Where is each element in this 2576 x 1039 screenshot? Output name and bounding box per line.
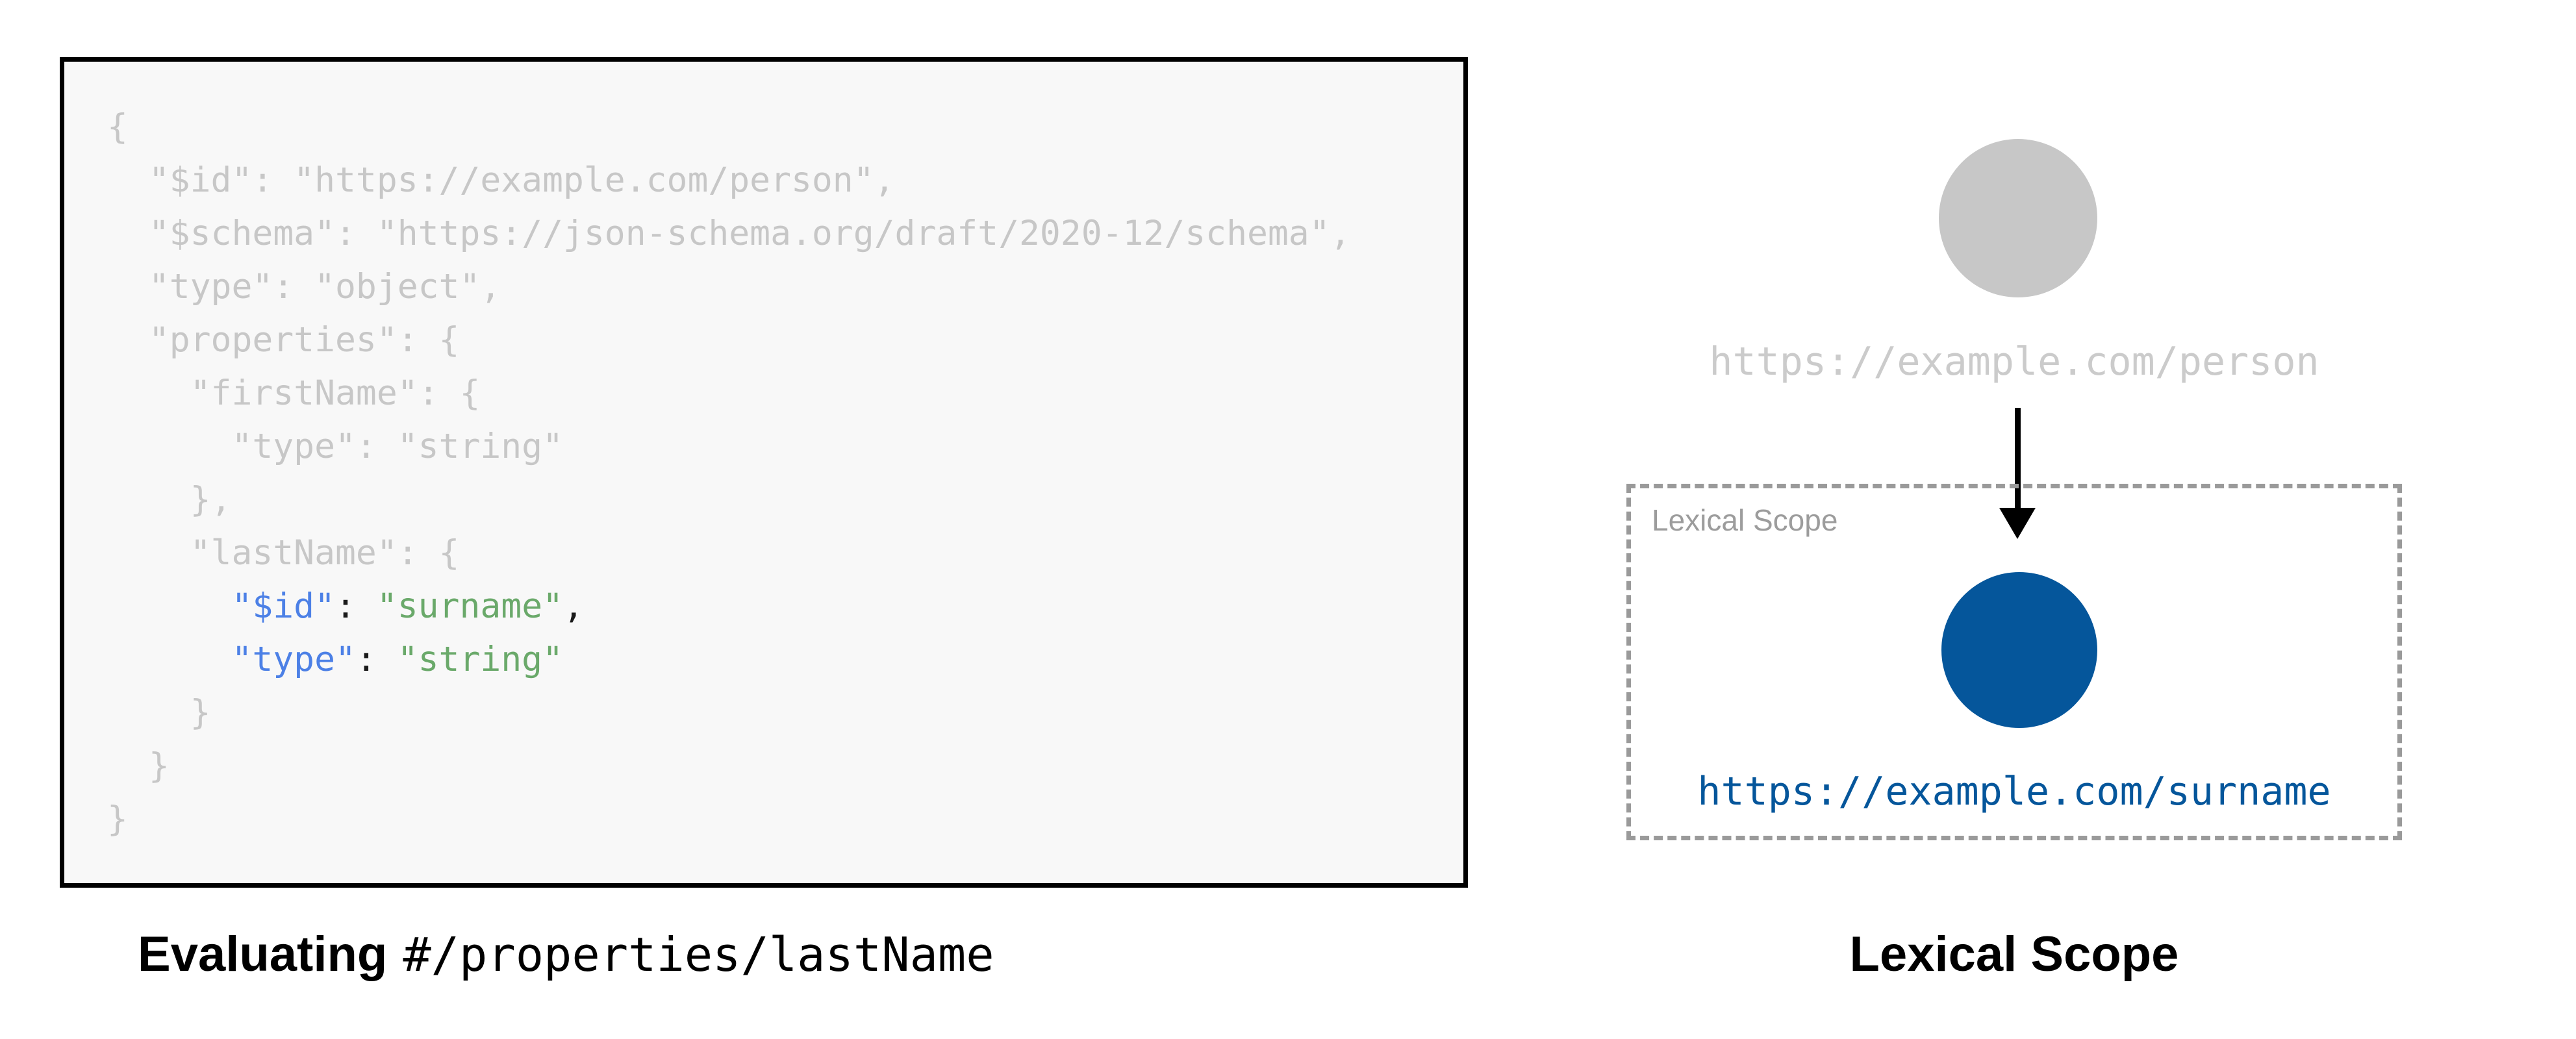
lexical-scope-box-label: Lexical Scope [1652,503,1838,537]
code-block: { "$id": "https://example.com/person", "… [107,101,1463,846]
code-segment: "surname" [376,586,564,626]
code-line: "$id": "https://example.com/person", [107,154,1463,207]
code-segment: , [563,586,584,626]
code-segment: "$schema": "https://json-schema.org/draf… [107,214,1351,253]
code-segment: }, [107,480,232,520]
code-segment: "$id" [231,586,335,626]
code-line: { [107,101,1463,154]
code-segment: "lastName": { [107,533,460,573]
code-segment: "properties": { [107,320,460,360]
code-segment: } [107,799,128,839]
code-segment: "string" [397,640,564,679]
code-segment: : [335,586,377,626]
left-caption: Evaluating #/properties/lastName [138,923,994,999]
code-line: "type": "object", [107,260,1463,314]
left-caption-prefix: Evaluating [138,927,388,982]
code-segment: "firstName": { [107,373,481,413]
left-caption-json-pointer: #/properties/lastName [403,927,994,982]
code-segment: "type": "object", [107,267,501,307]
code-segment: "type": "string" [107,427,563,466]
code-line: } [107,740,1463,793]
code-line: } [107,793,1463,846]
arrow-shaft [2015,408,2021,510]
code-segment: } [107,746,170,786]
person-node-label: https://example.com/person [1709,339,2319,384]
code-line: } [107,686,1463,740]
code-line: "type": "string" [107,420,1463,473]
code-segment [107,640,231,679]
code-segment: } [107,693,211,732]
code-line: }, [107,473,1463,527]
code-segment: : [355,640,398,679]
surname-schema-node [1941,572,2097,728]
json-schema-code-box: { "$id": "https://example.com/person", "… [60,57,1468,888]
lexical-scope-box: Lexical Scope [1626,484,2402,840]
code-segment: "type" [231,640,356,679]
code-segment: "$id": "https://example.com/person", [107,160,895,200]
code-line: "type": "string" [107,633,1463,686]
person-schema-node [1939,139,2097,297]
code-line: "firstName": { [107,367,1463,420]
right-caption: Lexical Scope [1849,927,2179,982]
code-segment: { [107,107,128,147]
code-line: "$schema": "https://json-schema.org/draf… [107,207,1463,260]
code-line: "properties": { [107,314,1463,367]
code-line: "$id": "surname", [107,580,1463,633]
code-line: "lastName": { [107,527,1463,580]
surname-node-label: https://example.com/surname [1697,769,2331,814]
code-segment [107,586,231,626]
arrow-head [1999,508,2036,539]
